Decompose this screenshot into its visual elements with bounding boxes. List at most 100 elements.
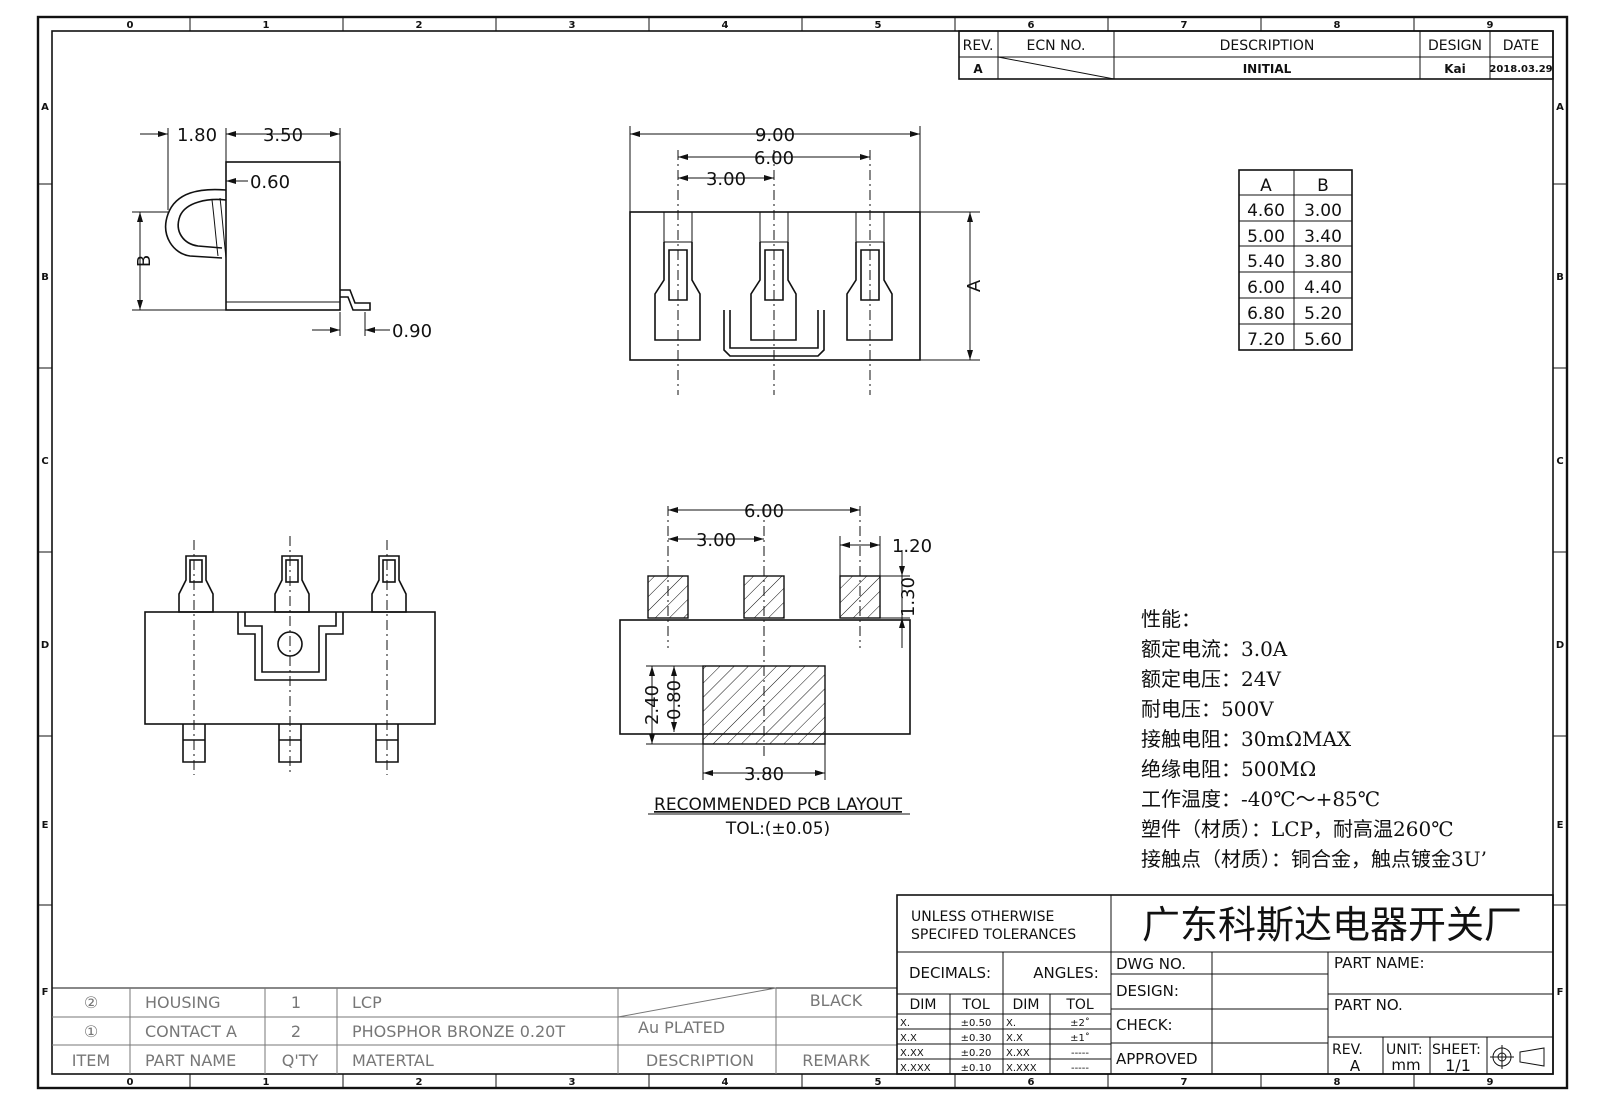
zone-col-5-bottom: 5 [875, 1077, 882, 1088]
side-dim-4: 0.90 [392, 321, 432, 342]
zone-row-c: C [41, 456, 48, 467]
pcb-tolerance: TOL:(±0.05) [725, 819, 830, 839]
ang-tol: ±2˚ [1070, 1017, 1090, 1029]
side-label-b: B [134, 255, 155, 267]
zone-col-6: 6 [1028, 20, 1035, 31]
approved-label: APPROVED [1116, 1050, 1198, 1068]
bom-header-item: ITEM [72, 1051, 110, 1070]
ang-dim: X.XX [1006, 1048, 1030, 1059]
bom-description: Au PLATED [638, 1018, 725, 1037]
zone-col-1: 1 [263, 20, 270, 31]
zone-col-9-bottom: 9 [1487, 1077, 1494, 1088]
zone-row-a-right: A [1556, 102, 1564, 113]
spec-line: 额定电压：24V [1141, 667, 1281, 691]
decimals-label: DECIMALS: [909, 964, 991, 982]
zone-col-7: 7 [1181, 20, 1188, 31]
ang-dim: X. [1006, 1018, 1016, 1029]
revision-block: REV. ECN NO. DESCRIPTION DESIGN DATE A I… [958, 30, 1554, 80]
spec-line: 耐电压：500V [1141, 697, 1274, 721]
dec-tol: ±0.10 [961, 1063, 992, 1074]
dec-dim: X. [900, 1018, 910, 1029]
side-view: 1.80 3.50 0.60 B 0.90 [132, 125, 432, 342]
dec-tol: ±0.50 [961, 1018, 992, 1029]
zone-col-4-bottom: 4 [722, 1077, 729, 1088]
zone-row-e-right: E [1557, 820, 1564, 831]
design-header: DESIGN [1428, 38, 1482, 54]
front-dim-2: 6.00 [754, 148, 794, 169]
bom-header-remark: REMARK [802, 1051, 870, 1070]
bom-name: CONTACT A [145, 1022, 237, 1041]
tolerance-note-2: SPECIFED TOLERANCES [911, 927, 1076, 943]
rev-header: REV. [963, 38, 994, 54]
zone-col-8-bottom: 8 [1334, 1077, 1341, 1088]
zone-col-2-bottom: 2 [416, 1077, 423, 1088]
tolerance-note-1: UNLESS OTHERWISE [911, 909, 1054, 925]
size-table-cell: 6.00 [1247, 278, 1285, 298]
rev-value: A [1350, 1057, 1361, 1075]
spec-line: 接触电阻：30mΩMAX [1141, 727, 1352, 751]
front-dim-3: 3.00 [706, 169, 746, 190]
company-name: 广东科斯达电器开关厂 [1142, 903, 1522, 947]
title-block: UNLESS OTHERWISE SPECIFED TOLERANCES 广东科… [896, 894, 1554, 1075]
pcb-dim-6: 0.80 [664, 680, 685, 720]
size-table-cell: 7.20 [1247, 330, 1285, 350]
zone-row-b: B [41, 272, 49, 283]
zone-row-f: F [42, 987, 49, 998]
size-table-cell: 3.40 [1304, 227, 1342, 247]
specs-title: 性能： [1141, 607, 1201, 631]
zone-row-d-right: D [1556, 640, 1564, 651]
dec-tol: ±0.20 [961, 1048, 992, 1059]
zone-col-4: 4 [722, 20, 729, 31]
dim-header: DIM [910, 997, 937, 1013]
unit-label: UNIT: [1386, 1042, 1423, 1058]
zone-row-e: E [42, 820, 49, 831]
spec-line: 工作温度：-40℃～+85℃ [1141, 787, 1380, 811]
front-dim-1: 9.00 [755, 125, 795, 146]
bottom-view [144, 536, 436, 775]
zone-col-9: 9 [1487, 20, 1494, 31]
design-value: Kai [1444, 62, 1466, 76]
ang-dim: X.XXX [1006, 1063, 1037, 1074]
side-dim-3: 0.60 [250, 172, 290, 193]
rev-label: REV. [1332, 1042, 1363, 1058]
zone-col-1-bottom: 1 [263, 1077, 270, 1088]
front-view: 9.00 6.00 3.00 A [629, 125, 985, 395]
pcb-layout: 6.00 3.00 1.20 1.30 2.40 0.80 3.80 RECOM… [619, 501, 932, 839]
pcb-title: RECOMMENDED PCB LAYOUT [654, 795, 903, 815]
bom-qty: 2 [291, 1022, 301, 1041]
ang-dim: X.X [1006, 1033, 1023, 1044]
bom-material: PHOSPHOR BRONZE 0.20T [352, 1022, 565, 1041]
size-table-cell: 3.00 [1304, 201, 1342, 221]
pcb-dim-7: 3.80 [744, 764, 784, 785]
dec-dim: X.X [900, 1033, 917, 1044]
zone-col-7-bottom: 7 [1181, 1077, 1188, 1088]
ang-tol: ----- [1071, 1063, 1089, 1074]
zone-col-0-bottom: 0 [127, 1077, 134, 1088]
description-header: DESCRIPTION [1220, 38, 1315, 54]
zone-row-b-right: B [1556, 272, 1564, 283]
description-value: INITIAL [1243, 62, 1292, 76]
dec-tol: ±0.30 [961, 1033, 992, 1044]
zone-col-3: 3 [569, 20, 576, 31]
bom-header-qty: Q'TY [282, 1051, 319, 1070]
pcb-dim-4: 1.30 [898, 577, 919, 617]
date-value: 2018.03.29 [1489, 64, 1552, 75]
size-table-cell: 6.80 [1247, 304, 1285, 324]
part-no-label: PART NO. [1334, 996, 1403, 1014]
spec-line: 塑件（材质）：LCP，耐高温260℃ [1141, 817, 1454, 841]
size-table-header-b: B [1317, 176, 1329, 196]
side-dim-2: 3.50 [263, 125, 303, 146]
zone-col-2: 2 [416, 20, 423, 31]
pcb-dim-3: 1.20 [892, 536, 932, 557]
size-table: A B 4.60 3.00 5.00 3.40 5.40 3.80 6.00 4… [1238, 169, 1353, 351]
bom-item: ② [84, 993, 98, 1012]
tol-header: TOL [961, 997, 990, 1013]
zone-col-0: 0 [127, 20, 134, 31]
zone-col-6-bottom: 6 [1028, 1077, 1035, 1088]
zone-col-8: 8 [1334, 20, 1341, 31]
zone-col-3-bottom: 3 [569, 1077, 576, 1088]
size-table-cell: 5.40 [1247, 252, 1285, 272]
bom-table: ② HOUSING 1 LCP BLACK ① CONTACT A 2 PHOS… [51, 987, 898, 1075]
size-table-cell: 4.60 [1247, 201, 1285, 221]
